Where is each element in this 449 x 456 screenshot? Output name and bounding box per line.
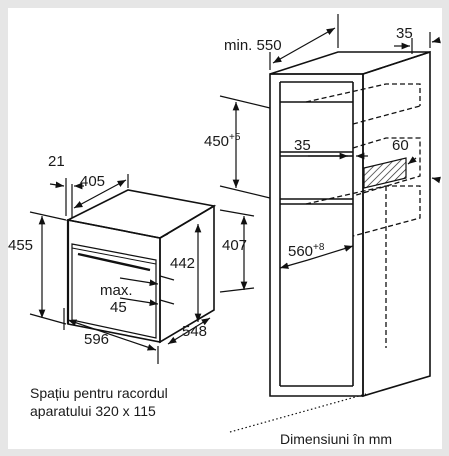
label-min-550: min. 550	[224, 37, 282, 54]
max45-ext-top	[159, 275, 175, 281]
oven-handle	[77, 252, 151, 272]
w405-line	[73, 179, 127, 209]
d21-arrow-left	[49, 181, 65, 189]
installation-diagram: min. 550 35 450+5 35 60 560+8 21 405 455…	[8, 14, 441, 447]
hidden-upper-depth	[352, 105, 421, 125]
cabinet-front	[269, 73, 364, 397]
oven-dimension-lines	[29, 174, 255, 364]
hidden-lower-back	[305, 185, 421, 237]
label-inner-width: 560+8	[288, 242, 325, 260]
w596-line	[67, 319, 157, 351]
max45-arrow-bottom	[119, 297, 159, 307]
w560-arrow-right	[307, 245, 354, 261]
oven-front	[67, 219, 161, 343]
oven-trim-top	[159, 233, 169, 239]
label-vent-60: 60	[392, 137, 409, 154]
w560-arrow-left	[279, 259, 309, 269]
label-niche-height-value: 450	[204, 133, 229, 150]
cabinet-dimension-lines	[219, 14, 441, 269]
oven-control-strip	[71, 247, 157, 265]
oven-side	[159, 204, 215, 344]
label-units: Dimensiuni în mm	[280, 431, 392, 447]
label-oven-21: 21	[48, 153, 65, 170]
label-oven-455: 455	[8, 237, 33, 254]
labels: min. 550 35 450+5 35 60 560+8 21 405 455…	[8, 25, 413, 447]
max45-ext-bottom	[159, 299, 175, 305]
h450-ext-top	[219, 95, 271, 109]
cabinet-drawing	[269, 50, 431, 398]
cabinet-top	[269, 51, 431, 75]
label-oven-405: 405	[80, 173, 105, 190]
cabinet-side	[362, 50, 431, 398]
label-shelf-35: 35	[294, 137, 311, 154]
label-inner-width-value: 560	[288, 243, 313, 260]
label-connection-line2: aparatului 320 x 115	[30, 403, 156, 419]
oven-top	[65, 189, 217, 239]
top35-arrow-right	[431, 36, 441, 44]
d548-line	[167, 317, 211, 345]
vent60-arrow-top	[407, 156, 417, 165]
label-inner-width-sup: +8	[313, 242, 325, 253]
max45-arrow-top	[119, 277, 159, 287]
h407-ext-top	[219, 209, 255, 217]
label-connection-line1: Spațiu pentru racordul	[30, 385, 168, 401]
label-cabinet-35-top: 35	[396, 25, 413, 42]
label-oven-548: 548	[182, 323, 207, 340]
label-oven-596: 596	[84, 331, 109, 348]
drawing-canvas: min. 550 35 450+5 35 60 560+8 21 405 455…	[8, 8, 442, 449]
h450-ext-bottom	[219, 185, 271, 199]
connection-leader-line	[229, 393, 367, 433]
cabinet-hidden-lines	[305, 83, 421, 348]
label-niche-height-sup: +5	[229, 132, 241, 143]
hidden-upper-back	[305, 83, 421, 106]
label-oven-442: 442	[170, 255, 195, 272]
label-oven-407: 407	[222, 237, 247, 254]
label-oven-max-45: 45	[110, 299, 127, 316]
h455-ext-top	[29, 211, 67, 221]
h407-ext-bottom	[219, 287, 255, 293]
h455-ext-bottom	[29, 313, 67, 325]
vent-opening	[363, 157, 407, 189]
label-oven-max: max.	[100, 282, 133, 299]
oven-door	[71, 243, 157, 339]
vent60-arrow-right	[431, 176, 441, 184]
hidden-niche-back	[352, 137, 421, 197]
label-niche-height: 450+5	[204, 132, 241, 150]
min550-line	[272, 27, 336, 64]
